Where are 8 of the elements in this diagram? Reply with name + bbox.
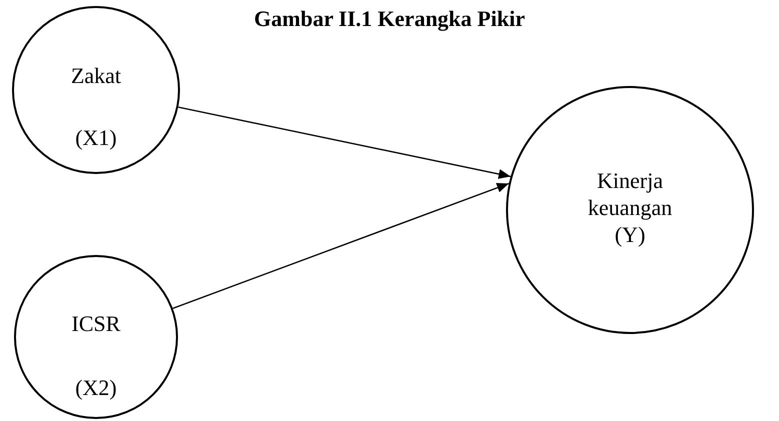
variable-code: (X1) (74, 124, 118, 151)
diagram-title: Gambar II.1 Kerangka Pikir (253, 6, 526, 32)
variable-name: ICSR (70, 310, 122, 337)
variable-name: Kinerja keuangan (Y) (588, 167, 672, 248)
variable-name: Zakat (70, 62, 122, 89)
arrow (178, 106, 511, 179)
variable-code: (X2) (74, 374, 118, 401)
arrow (172, 182, 510, 310)
